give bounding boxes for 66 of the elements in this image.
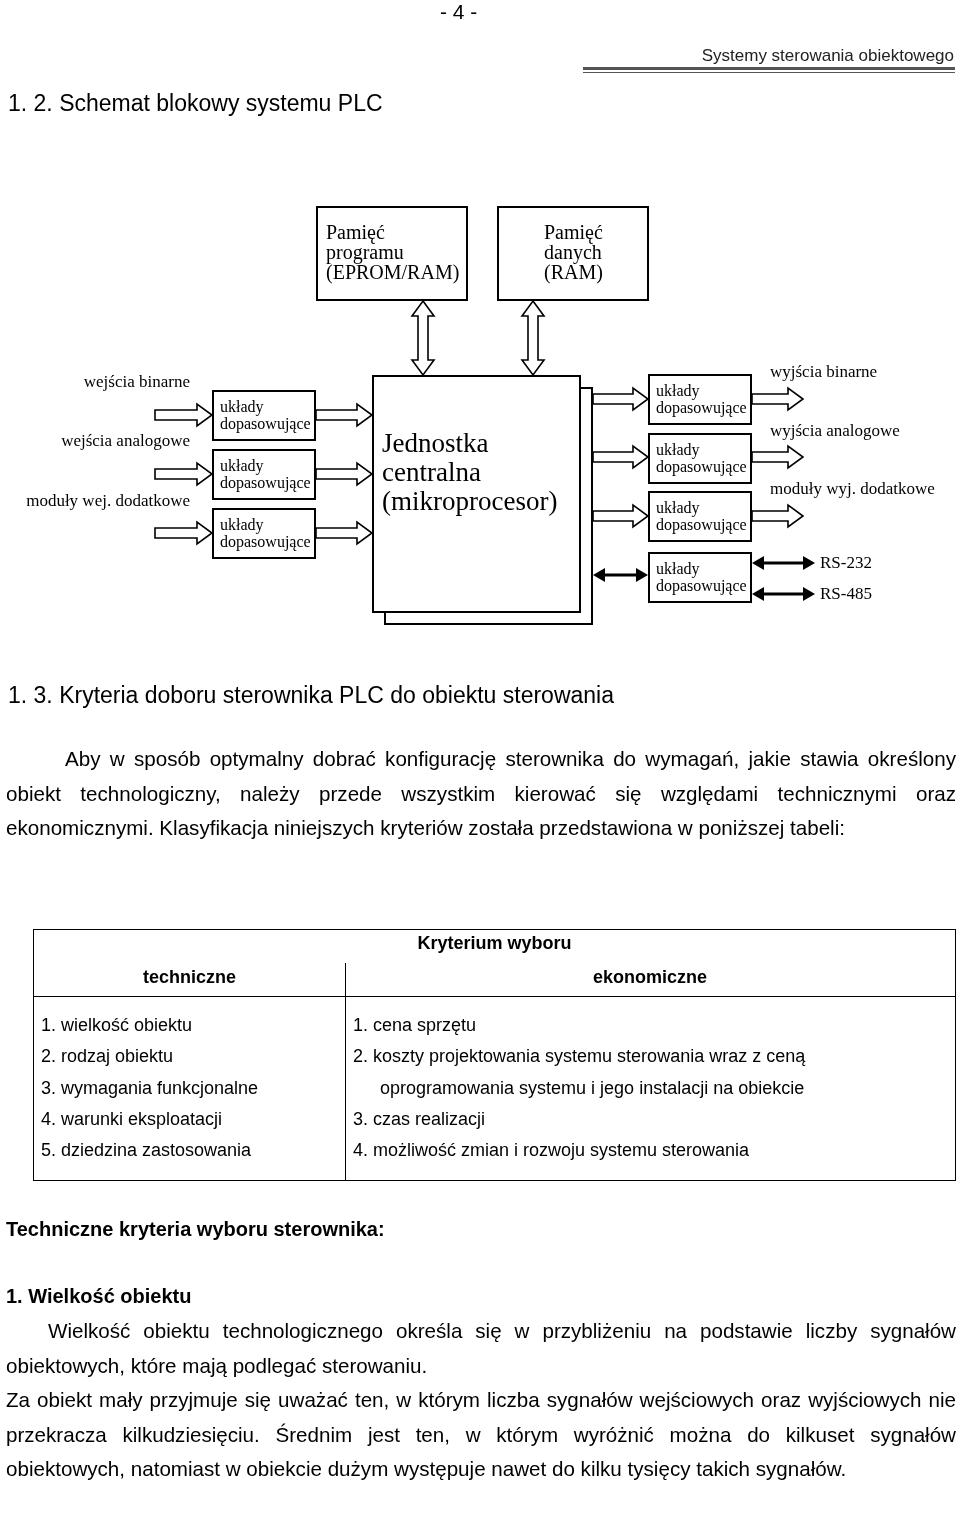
interface-label: układy dopasowujące — [655, 559, 748, 594]
edge-label: wyjścia analogowe — [770, 421, 900, 441]
bus-arrow — [154, 520, 214, 546]
table-item: 3. wymagania funkcjonalne — [41, 1076, 260, 1100]
interface-label: układy dopasowujące — [655, 498, 748, 533]
interface-box — [648, 433, 752, 484]
memory-label: Pamięć danych (RAM) — [543, 220, 604, 282]
interface-label: układy dopasowujące — [219, 456, 312, 491]
page-number: - 4 - — [440, 0, 478, 24]
bus-arrow — [410, 299, 436, 377]
port-label: RS-485 — [819, 583, 873, 605]
table-item: 2. rodzaj obiektu — [41, 1045, 175, 1069]
bus-arrow — [751, 444, 805, 470]
edge-label: wejścia binarne — [83, 372, 190, 392]
bus-arrow — [592, 503, 650, 529]
paragraph: Aby w sposób optymalny dobrać konfigurację sterownika do wymagań, jakie stawia określony obiekt technologiczny, należy przede wszystkim kierować się względami technicznymi oraz ekonomicznymi. Klasyfikacja niniejszych kryteriów została przedstawiona w poniższej tabeli: — [6, 746, 956, 841]
interface-box — [212, 390, 316, 441]
running-header: Systemy sterowania obiektowego — [701, 46, 954, 66]
bus-arrow — [315, 520, 374, 546]
port-label: RS-232 — [819, 552, 873, 574]
table-item: 4. warunki eksploatacji — [41, 1107, 224, 1131]
arrow — [593, 568, 648, 582]
interface-box — [648, 552, 752, 603]
cpu-label: Jednostka centralna (mikroprocesor) — [382, 429, 559, 516]
bus-arrow — [154, 461, 214, 487]
interface-box — [212, 449, 316, 500]
memory-box — [316, 206, 468, 301]
interface-box — [212, 508, 316, 559]
bus-arrow — [154, 402, 214, 428]
table-item: 1. cena sprzętu — [353, 1014, 478, 1037]
edge-label: wejścia analogowe — [61, 431, 190, 451]
arrow — [752, 587, 815, 601]
interface-box — [648, 491, 752, 542]
memory-label: Pamięć programu (EPROM/RAM) — [325, 220, 461, 282]
bus-arrow — [751, 503, 805, 529]
interface-label: układy dopasowujące — [655, 381, 748, 416]
subheading: Techniczne kryteria wyboru sterownika: — [6, 1218, 385, 1241]
paragraph: Wielkość obiektu technologicznego określa się w przybliżeniu na podstawie liczby sygnałów obiektowych, które mają podlegać sterowaniu. — [6, 1318, 956, 1379]
column-header: ekonomiczne — [592, 967, 708, 988]
bus-arrow — [592, 386, 650, 412]
table-item: 3. czas realizacji — [353, 1107, 487, 1131]
edge-label: wyjścia binarne — [770, 362, 878, 382]
edge-label: moduły wyj. dodatkowe — [770, 479, 935, 499]
subheading: 1. Wielkość obiektu — [6, 1285, 192, 1308]
bus-arrow — [315, 402, 374, 428]
memory-box — [497, 206, 649, 301]
table-item: 1. wielkość obiektu — [41, 1014, 194, 1037]
interface-box — [648, 374, 752, 425]
column-header: techniczne — [142, 967, 237, 988]
section-title: 1. 2. Schemat blokowy systemu PLC — [8, 90, 383, 117]
bus-arrow — [592, 444, 650, 470]
bus-arrow — [315, 461, 374, 487]
table-item: 2. koszty projektowania systemu sterowania wraz z ceną oprogramowania systemu i jego instalacji na obiekcie — [353, 1045, 807, 1100]
edge-label: moduły wej. dodatkowe — [26, 491, 190, 511]
interface-label: układy dopasowujące — [219, 515, 312, 550]
paragraph: Za obiekt mały przyjmuje się uważać ten, w którym liczba sygnałów wejściowych oraz wyjściowych nie przekracza kilkudziesięciu. Średnim jest ten, w którym wyróżnić można do kilkuset sygnałów obiektowych, natomiast w obiekcie dużym występuje nawet do kilku tysięcy takich sygnałów. — [6, 1387, 956, 1482]
bus-arrow — [520, 299, 546, 377]
interface-label: układy dopasowujące — [655, 440, 748, 475]
interface-label: układy dopasowujące — [219, 397, 312, 432]
section-title: 1. 3. Kryteria doboru sterownika PLC do obiektu sterowania — [8, 682, 614, 709]
arrow — [752, 556, 815, 570]
column-header: Kryterium wyboru — [416, 933, 573, 954]
cpu-box — [372, 375, 593, 625]
table-item: 5. dziedzina zastosowania — [41, 1139, 253, 1163]
table-item: 4. możliwość zmian i rozwoju systemu sterowania — [353, 1139, 751, 1163]
bus-arrow — [751, 386, 805, 412]
